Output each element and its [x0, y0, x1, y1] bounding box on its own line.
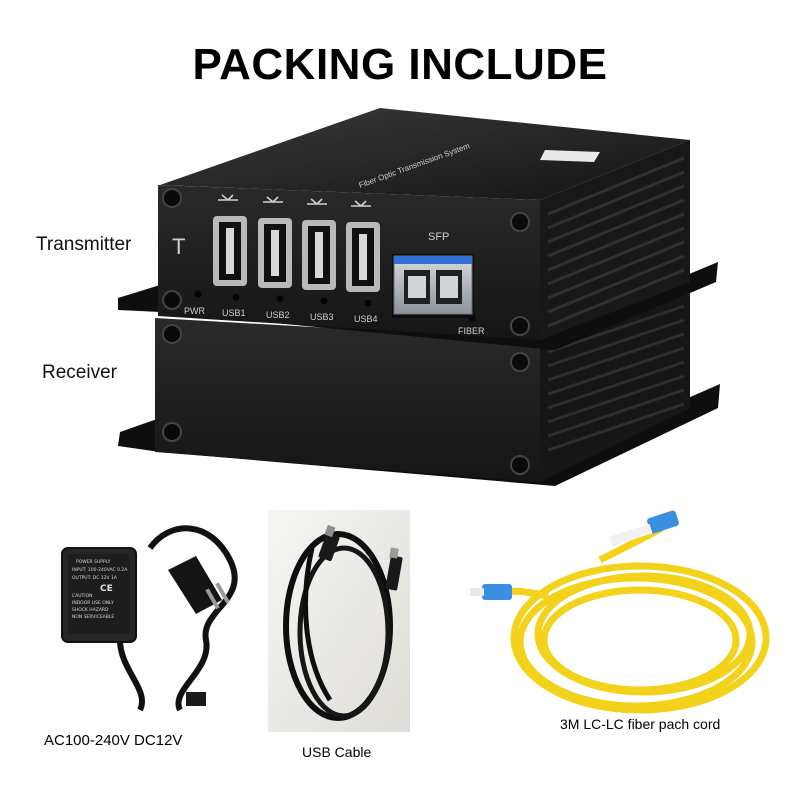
usb-symbol-icon [218, 194, 238, 201]
usb-port-label: USB2 [266, 310, 290, 320]
usb-symbol-icon [351, 200, 371, 207]
usb-ports [194, 194, 476, 322]
usb-port-label: USB1 [222, 308, 246, 318]
page-title: PACKING INCLUDE [192, 40, 608, 89]
ce-mark: CE [100, 584, 113, 594]
power-adapter-image [61, 525, 238, 712]
usb-port-4-icon [346, 222, 380, 292]
adapter-text: SHOCK HAZARD [72, 607, 109, 613]
fiber-patch-cord-image [493, 524, 770, 714]
adapter-text: INDOOR USE ONLY [72, 600, 114, 606]
usb-port-1-icon [213, 216, 247, 286]
transmitter-label: Transmitter [36, 234, 132, 255]
front-letter: T [172, 234, 185, 259]
usb-port-3-icon [302, 220, 336, 290]
fiber-cord-caption: 3M LC-LC fiber pach cord [560, 716, 721, 732]
sfp-label: SFP [428, 231, 449, 243]
receiver-label: Receiver [42, 362, 117, 383]
adapter-text: CAUTION [72, 593, 93, 599]
usb-port-label: USB4 [354, 314, 378, 324]
lc-connector-left-icon [470, 584, 512, 600]
adapter-text: POWER SUPPLY [76, 559, 111, 565]
sfp-module [392, 254, 474, 318]
receiver-unit [118, 290, 720, 486]
adapter-text: NON SERVICEABLE [72, 614, 114, 620]
pwr-label: PWR [184, 306, 205, 316]
usb-symbol-icon [307, 198, 327, 205]
usb-port-label: USB3 [310, 312, 334, 322]
fiber-label: FIBER [458, 326, 485, 336]
adapter-text: INPUT: 100-240VAC 0.2A [72, 567, 128, 573]
power-adapter-caption: AC100-240V DC12V [44, 732, 183, 749]
adapter-text: OUTPUT: DC 12V 1A [72, 575, 118, 581]
usb-symbol-icon [263, 196, 283, 203]
usb-cable-image [268, 510, 410, 732]
lc-connector-right-icon [609, 510, 679, 547]
usb-port-2-icon [258, 218, 292, 288]
usb-cable-caption: USB Cable [302, 744, 372, 760]
